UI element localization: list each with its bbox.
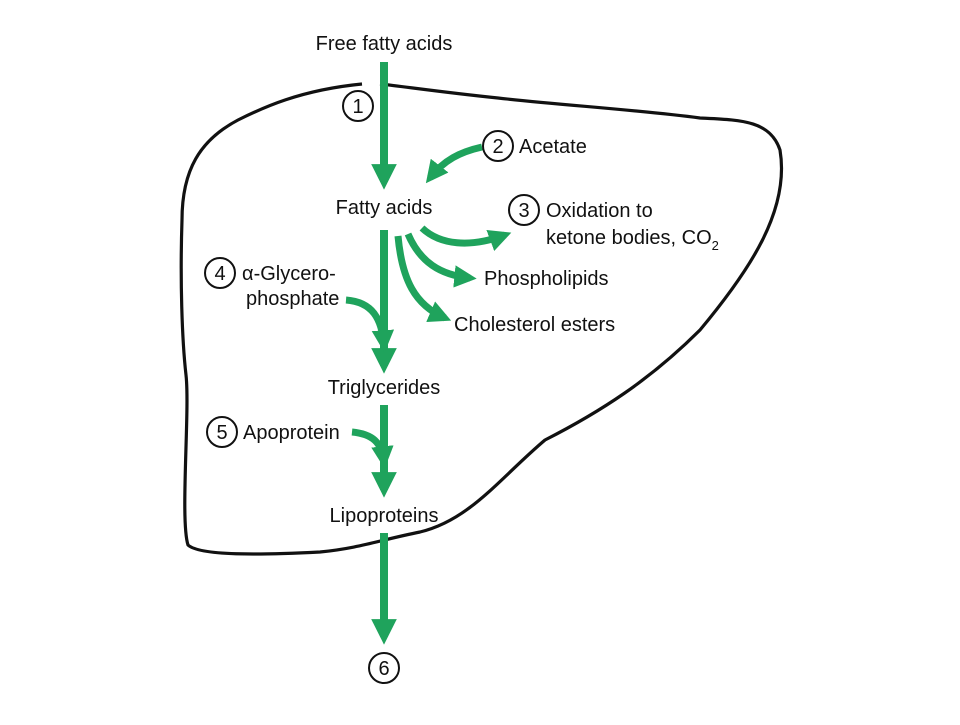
step-2-number: 2: [492, 136, 503, 158]
arrow-to-phospholipids: [404, 232, 477, 288]
step-1-badge: 1: [342, 90, 374, 122]
arrow-glycerophosphate-join: [345, 296, 395, 353]
label-cholesterol-esters: Cholesterol esters: [454, 314, 615, 336]
step-4-number: 4: [214, 263, 225, 285]
label-glycero-line2: phosphate: [246, 288, 339, 310]
label-apoprotein: Apoprotein: [243, 422, 340, 444]
step-5-number: 5: [216, 422, 227, 444]
step-6-badge: 6: [368, 652, 400, 684]
arrow-to-oxidation: [419, 225, 512, 251]
label-triglycerides: Triglycerides: [328, 377, 441, 399]
arrow-acetate-to-fatty: [425, 143, 483, 184]
arrow-to-cholesterol-esters: [394, 235, 452, 323]
arrow-apoprotein-join: [351, 428, 394, 469]
label-glycero-line1: α-Glycero-: [242, 263, 336, 285]
label-alpha: α: [242, 263, 254, 285]
label-lipoproteins: Lipoproteins: [330, 505, 439, 527]
step-1-number: 1: [352, 96, 363, 118]
step-3-number: 3: [518, 200, 529, 222]
liver-outline: [179, 82, 784, 556]
label-phospholipids: Phospholipids: [484, 268, 609, 290]
label-oxidation-main: ketone bodies, CO: [546, 227, 712, 249]
step-2-badge: 2: [482, 130, 514, 162]
step-6-number: 6: [378, 658, 389, 680]
label-free-fatty-acids: Free fatty acids: [316, 33, 453, 55]
step-4-badge: 4: [204, 257, 236, 289]
label-oxidation-line2: ketone bodies, CO2: [546, 227, 719, 253]
label-oxidation-line1: Oxidation to: [546, 200, 653, 222]
label-oxidation-subscript: 2: [712, 238, 719, 253]
label-acetate: Acetate: [519, 136, 587, 158]
step-3-badge: 3: [508, 194, 540, 226]
step-5-badge: 5: [206, 416, 238, 448]
label-fatty-acids: Fatty acids: [336, 197, 433, 219]
label-glycero: -Glycero-: [254, 263, 336, 285]
